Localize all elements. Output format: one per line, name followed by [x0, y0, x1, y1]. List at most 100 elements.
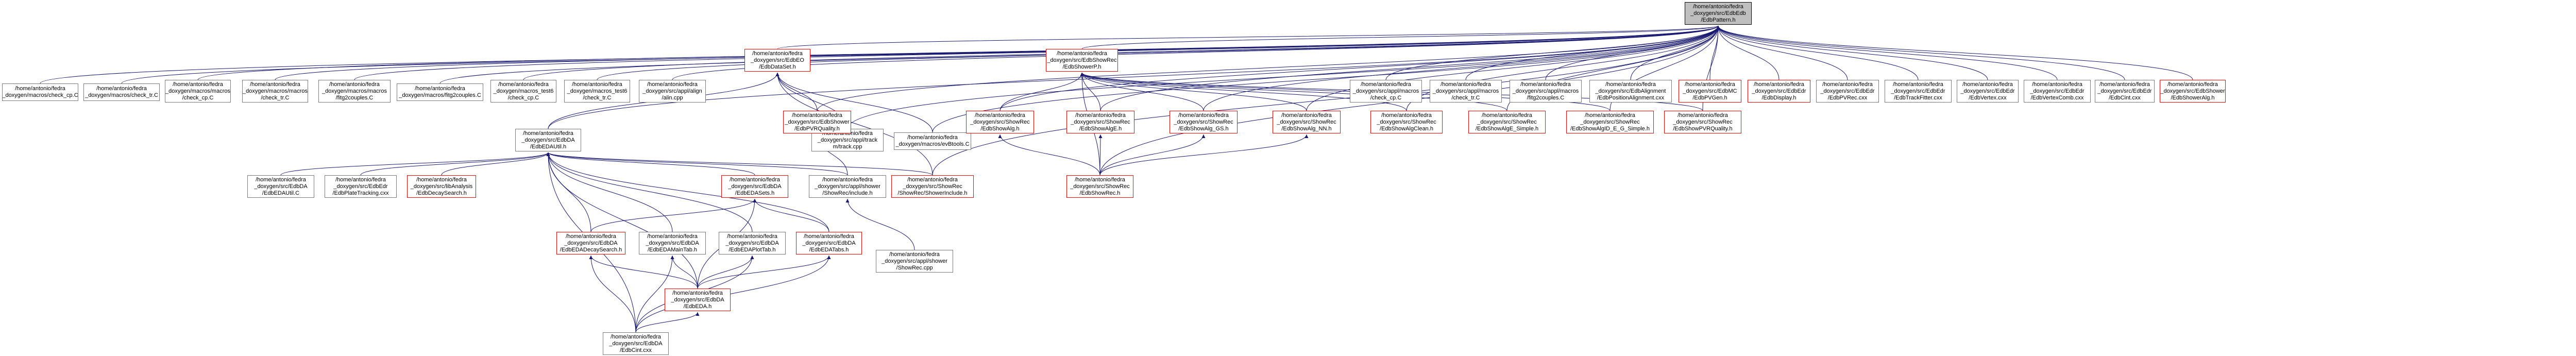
file-node-label: /home/antonio/fedra _doxygen/src/EdbShow…	[1047, 50, 1117, 70]
file-node[interactable]: /home/antonio/fedra _doxygen/macros/macr…	[165, 80, 231, 103]
file-node-label: /home/antonio/fedra _doxygen/src/EdbDA /…	[671, 290, 724, 310]
file-node[interactable]: /home/antonio/fedra _doxygen/src/ShowRec…	[891, 175, 974, 198]
edge-n11-to-root	[1081, 25, 1720, 49]
file-node[interactable]: /home/antonio/fedra _doxygen/src/EdbShow…	[783, 111, 851, 133]
edge-n20-to-root	[1716, 25, 1988, 80]
file-node[interactable]: /home/antonio/fedra _doxygen/macros/evBt…	[894, 132, 971, 150]
file-node[interactable]: /home/antonio/fedra _doxygen/src/EdbDA /…	[603, 332, 669, 355]
file-node[interactable]: /home/antonio/fedra _doxygen/src/EdbEdr …	[1885, 80, 1952, 103]
file-node[interactable]: /home/antonio/fedra _doxygen/src/EdbAlig…	[1589, 80, 1672, 103]
file-node[interactable]: /home/antonio/fedra _doxygen/src/EdbDA /…	[556, 232, 625, 255]
edge-m3-to-n10	[775, 72, 933, 133]
edge-m1-to-root	[548, 25, 1720, 129]
edge-m8-to-root	[1306, 25, 1720, 111]
edge-m5-to-root	[999, 25, 1720, 111]
file-node-label: /home/antonio/fedra _doxygen/src/EdbMC /…	[1683, 81, 1737, 101]
file-node[interactable]: /home/antonio/fedra _doxygen/src/appl/sh…	[876, 250, 953, 273]
edge-l7-to-m5	[998, 134, 1100, 176]
file-node-label: /home/antonio/fedra _doxygen/src/EdbEdr …	[1960, 81, 2015, 101]
file-node-label: /home/antonio/fedra _doxygen/src/EdbDA /…	[560, 233, 622, 253]
edge-m2-to-root	[847, 25, 1720, 129]
edge-m9-to-n11	[1080, 72, 1407, 111]
file-node[interactable]: /home/antonio/fedra _doxygen/src/ShowRec…	[1066, 111, 1134, 133]
file-node[interactable]: /home/antonio/fedra _doxygen/src/EdbShow…	[2160, 80, 2226, 103]
file-node-label: /home/antonio/fedra _doxygen/src/EdbEO /…	[751, 50, 804, 70]
file-node[interactable]: /home/antonio/fedra _doxygen/macros_test…	[490, 80, 556, 103]
file-node-label: /home/antonio/fedra _doxygen/src/ShowRec…	[1071, 112, 1130, 132]
file-node-label: /home/antonio/fedra _doxygen/src/EdbEdr …	[1891, 81, 1945, 101]
file-node[interactable]: /home/antonio/fedra _doxygen/src/EdbEdr …	[1748, 80, 1810, 103]
file-node-label: /home/antonio/fedra _doxygen/src/EdbDA /…	[609, 333, 663, 353]
file-node[interactable]: /home/antonio/fedra _doxygen/src/EdbEdr …	[2024, 80, 2091, 103]
file-node[interactable]: /home/antonio/fedra _doxygen/macros/fitg…	[397, 83, 483, 101]
file-node[interactable]: /home/antonio/fedra _doxygen/src/appl/sh…	[809, 175, 886, 198]
file-node[interactable]: /home/antonio/fedra _doxygen/src/ShowRec…	[1468, 111, 1546, 133]
file-node[interactable]: /home/antonio/fedra _doxygen/src/ShowRec…	[1170, 111, 1238, 133]
edge-k1-to-l4	[590, 198, 757, 232]
file-node[interactable]: /home/antonio/fedra _doxygen/src/EdbEdr …	[1957, 80, 2019, 103]
file-node-label: /home/antonio/fedra _doxygen/macros/chec…	[2, 86, 78, 98]
file-node[interactable]: /home/antonio/fedra _doxygen/src/EdbEdr …	[325, 175, 397, 198]
file-node[interactable]: /home/antonio/fedra _doxygen/src/EdbDA /…	[665, 289, 731, 311]
edge-l6-to-root	[932, 25, 1720, 176]
file-node[interactable]: /home/antonio/fedra _doxygen/macros/chec…	[83, 83, 160, 101]
file-node-label: /home/antonio/fedra _doxygen/src/EdbShow…	[785, 112, 850, 132]
edge-j1-to-k4	[697, 255, 831, 289]
file-node[interactable]: /home/antonio/fedra _doxygen/macros/macr…	[242, 80, 308, 103]
file-node-label: /home/antonio/fedra _doxygen/src/EdbDA /…	[254, 176, 308, 196]
edge-m5-to-n11	[999, 72, 1084, 111]
file-node[interactable]: /home/antonio/fedra _doxygen/src/ShowRec…	[1566, 111, 1654, 133]
file-node[interactable]: /home/antonio/fedra _doxygen/src/EdbDA /…	[247, 175, 314, 198]
file-node-label: /home/antonio/fedra _doxygen/macros/fitg…	[399, 86, 481, 98]
file-node-label: /home/antonio/fedra _doxygen/src/appl/sh…	[815, 176, 880, 196]
file-node[interactable]: /home/antonio/fedra _doxygen/src/ShowRec…	[1066, 175, 1133, 198]
edge-n4-to-root	[275, 25, 1720, 80]
file-node-label: /home/antonio/fedra _doxygen/src/ShowRec…	[1174, 112, 1233, 132]
file-node[interactable]: /home/antonio/fedra _doxygen/macros/macr…	[318, 80, 391, 103]
file-node[interactable]: /home/antonio/fedra _doxygen/src/ShowRec…	[1370, 111, 1443, 133]
edge-k5-to-l5	[845, 198, 915, 250]
file-node-label: /home/antonio/fedra _doxygen/src/EdbEdr …	[2097, 81, 2152, 101]
file-node[interactable]: /home/antonio/fedra _doxygen/src/ShowRec…	[1664, 111, 1741, 133]
file-node[interactable]: /home/antonio/fedra _doxygen/src/EdbMC /…	[1679, 80, 1741, 103]
file-node-label: /home/antonio/fedra _doxygen/src/EdbShow…	[2160, 81, 2225, 101]
edge-l2-to-m1	[360, 152, 550, 176]
file-node-label: /home/antonio/fedra _doxygen/src/appl/ma…	[1352, 81, 1419, 101]
edge-k3-to-m1	[546, 152, 753, 232]
edge-l4-to-m1	[546, 152, 755, 176]
edge-l7-to-m8	[1099, 134, 1309, 176]
root-file-node: /home/antonio/fedra _doxygen/src/EdbEdb …	[1685, 2, 1752, 25]
file-node[interactable]: /home/antonio/fedra _doxygen/src/appl/al…	[639, 80, 706, 103]
edge-l3-to-m1	[441, 152, 550, 176]
edge-m7-to-root	[1203, 25, 1720, 111]
file-node[interactable]: /home/antonio/fedra _doxygen/macros_test…	[564, 80, 630, 103]
file-node[interactable]: /home/antonio/fedra _doxygen/src/EdbEdr …	[2095, 80, 2155, 103]
edge-n22-to-root	[1716, 25, 2125, 80]
file-node[interactable]: /home/antonio/fedra _doxygen/src/appl/ma…	[1350, 80, 1422, 103]
file-node[interactable]: /home/antonio/fedra _doxygen/src/EdbEO /…	[744, 49, 810, 72]
edge-k4-to-m1	[546, 152, 829, 232]
file-node[interactable]: /home/antonio/fedra _doxygen/src/ShowRec…	[1273, 111, 1341, 133]
edge-m11-to-n11	[1080, 72, 1611, 111]
file-node[interactable]: /home/antonio/fedra _doxygen/src/ShowRec…	[966, 111, 1034, 133]
edge-m7-to-n11	[1080, 72, 1204, 111]
file-node[interactable]: /home/antonio/fedra _doxygen/src/EdbDA /…	[515, 129, 581, 151]
file-node[interactable]: /home/antonio/fedra _doxygen/src/EdbDA /…	[639, 232, 706, 255]
file-node-label: /home/antonio/fedra _doxygen/src/libAnal…	[410, 176, 473, 196]
edge-l6-to-n10	[775, 72, 933, 176]
file-node[interactable]: /home/antonio/fedra _doxygen/src/EdbShow…	[1046, 49, 1118, 72]
file-node[interactable]: /home/antonio/fedra _doxygen/src/EdbDA /…	[721, 175, 788, 198]
file-node[interactable]: /home/antonio/fedra _doxygen/macros/chec…	[2, 83, 78, 101]
file-node[interactable]: /home/antonio/fedra _doxygen/src/libAnal…	[407, 175, 476, 198]
edge-m8-to-n11	[1080, 72, 1307, 111]
file-node[interactable]: /home/antonio/fedra _doxygen/src/EdbDA /…	[796, 232, 862, 255]
file-node-label: /home/antonio/fedra _doxygen/src/appl/sh…	[882, 251, 947, 271]
file-node[interactable]: /home/antonio/fedra _doxygen/src/EdbDA /…	[719, 232, 786, 255]
edge-i1-to-k4	[635, 255, 831, 333]
file-node[interactable]: /home/antonio/fedra _doxygen/src/EdbEdr …	[1816, 80, 1879, 103]
file-node-label: /home/antonio/fedra _doxygen/src/EdbDA /…	[646, 233, 699, 253]
file-node-label: /home/antonio/fedra _doxygen/src/appl/ma…	[1432, 81, 1499, 101]
file-node[interactable]: /home/antonio/fedra _doxygen/src/appl/ma…	[1430, 80, 1502, 103]
file-node-label: /home/antonio/fedra _doxygen/src/EdbDA /…	[802, 233, 856, 253]
file-node[interactable]: /home/antonio/fedra _doxygen/src/appl/ma…	[1510, 80, 1582, 103]
